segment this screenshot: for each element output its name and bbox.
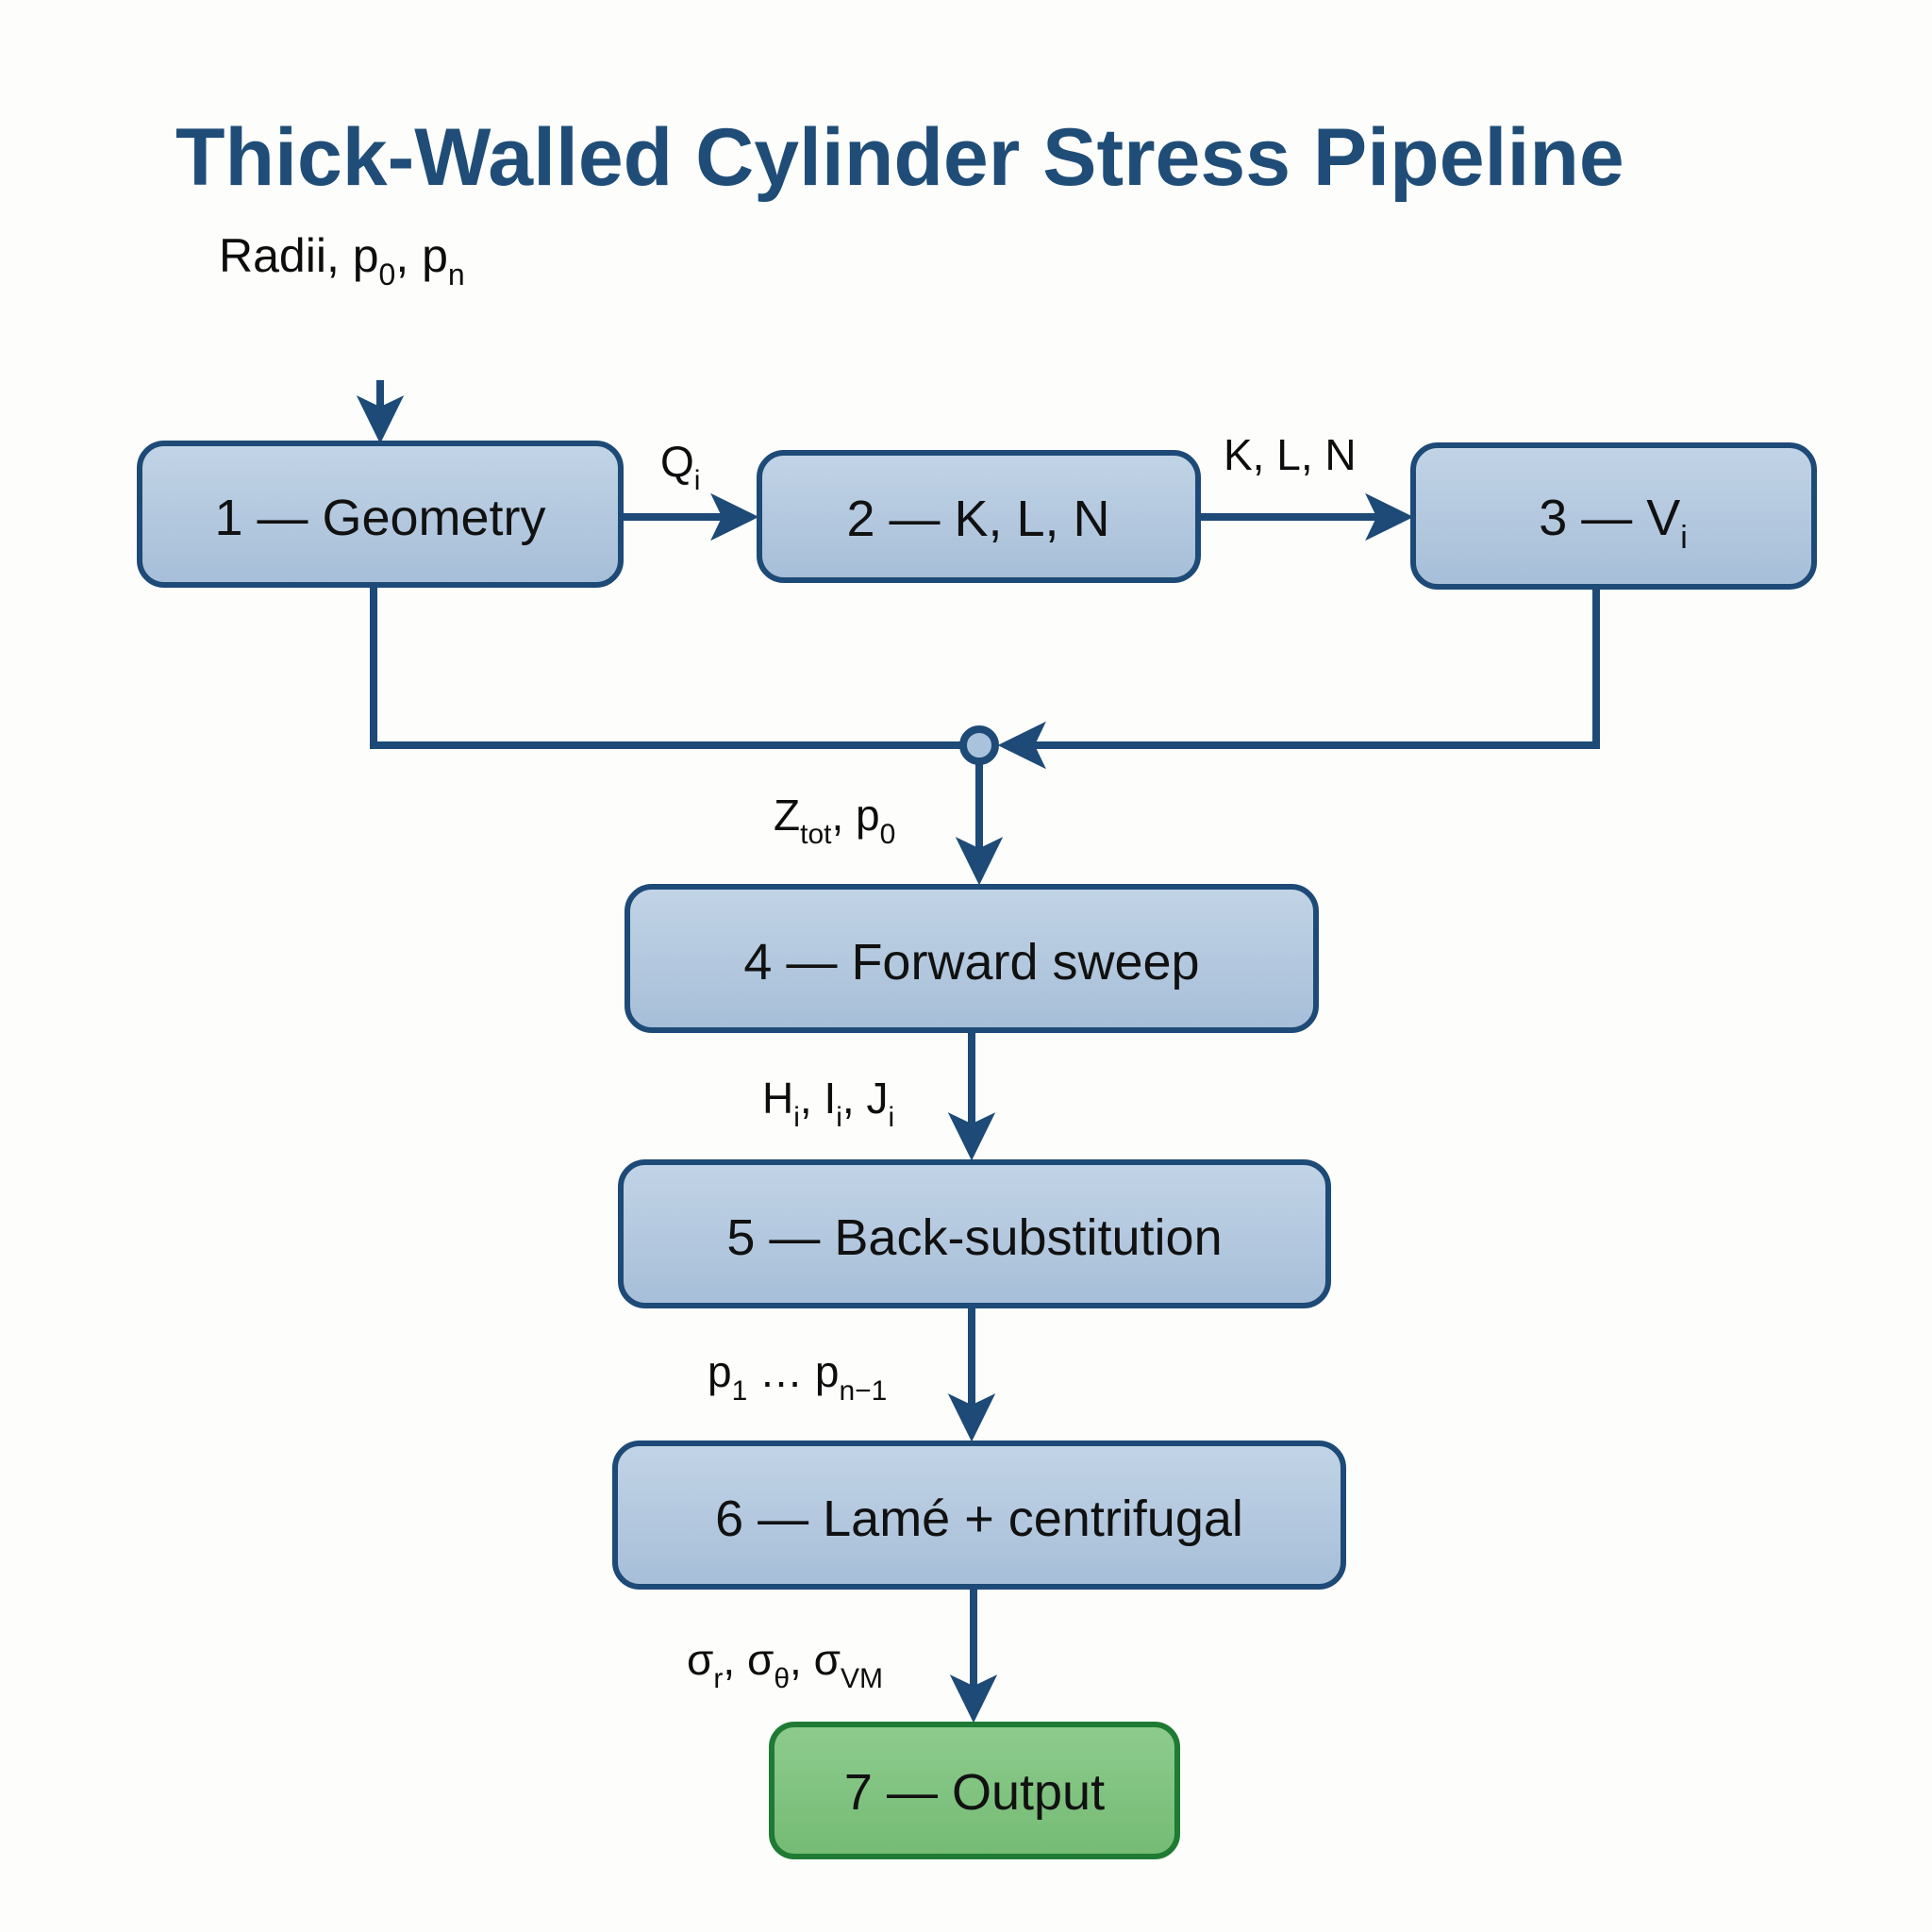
node-k-l-n[interactable]: 2 — K, L, N — [757, 450, 1201, 583]
node-vi[interactable]: 3 — Vi — [1410, 442, 1817, 590]
nodes-layer: 1 — Geometry 2 — K, L, N 3 — Vi 4 — Forw… — [137, 441, 1817, 1859]
edges-layer — [356, 380, 1600, 1724]
node-back-substitution[interactable]: 5 — Back-substitution — [618, 1159, 1331, 1308]
node-k-l-n-box[interactable] — [757, 450, 1201, 583]
labels-layer: Radii, p0, pn Qi K, L, N Ztot, p0 Hi, Ii… — [219, 229, 1357, 1694]
node-vi-label: 3 — Vi — [1539, 490, 1688, 556]
node-back-substitution-label: 5 — Back-substitution — [726, 1209, 1222, 1266]
edge-label-ztot-p0: Ztot, p0 — [774, 791, 895, 850]
node-lame-centrifugal[interactable]: 6 — Lamé + centrifugal — [612, 1441, 1346, 1590]
node-forward-sweep-box[interactable] — [625, 884, 1319, 1033]
edge-vi-to-junction — [997, 587, 1600, 770]
node-lame-centrifugal-box[interactable] — [612, 1441, 1346, 1590]
node-forward-sweep[interactable]: 4 — Forward sweep — [625, 884, 1319, 1033]
node-lame-centrifugal-label: 6 — Lamé + centrifugal — [715, 1491, 1243, 1547]
edge-geometry-to-junction — [370, 585, 972, 749]
node-output-box[interactable] — [769, 1722, 1180, 1859]
edge-label-k-l-n: K, L, N — [1224, 430, 1357, 479]
node-vi-box[interactable] — [1410, 442, 1817, 590]
edge-label-qi: Qi — [660, 437, 700, 496]
node-output[interactable]: 7 — Output — [769, 1722, 1180, 1859]
edge-label-p1-pn1: p1 … pn−1 — [708, 1347, 887, 1407]
node-forward-sweep-label: 4 — Forward sweep — [743, 934, 1199, 991]
node-geometry[interactable]: 1 — Geometry — [137, 441, 624, 588]
edge-label-sigmas: σr, σθ, σVM — [687, 1635, 883, 1694]
node-output-label: 7 — Output — [844, 1764, 1105, 1821]
input-label: Radii, p0, pn — [219, 229, 465, 291]
edge-label-h-i-j: Hi, Ii, Ji — [762, 1074, 894, 1133]
node-k-l-n-label: 2 — K, L, N — [846, 491, 1109, 547]
node-geometry-label: 1 — Geometry — [214, 490, 545, 546]
node-geometry-box[interactable] — [137, 441, 624, 588]
node-back-substitution-box[interactable] — [618, 1159, 1331, 1308]
merge-junction-node[interactable] — [959, 725, 999, 765]
page-title: Thick-Walled Cylinder Stress Pipeline — [175, 112, 1624, 203]
